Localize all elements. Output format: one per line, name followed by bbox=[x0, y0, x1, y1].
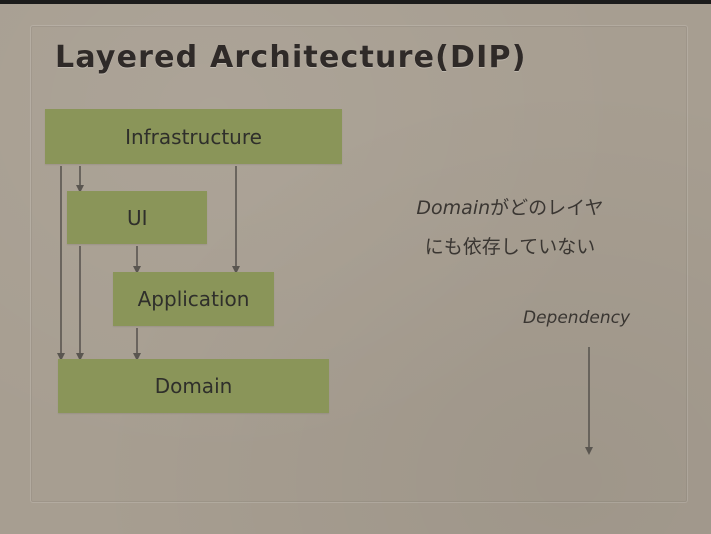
layer-ui-label: UI bbox=[127, 205, 148, 230]
note-line-1-text: がどのレイヤ bbox=[490, 197, 604, 219]
slide-frame bbox=[30, 25, 688, 503]
layer-application: Application bbox=[113, 272, 274, 326]
slide bbox=[0, 4, 711, 534]
layer-infrastructure: Infrastructure bbox=[45, 109, 342, 164]
slide-title: Layered Architecture(DIP) bbox=[55, 40, 527, 75]
note-line-1: Domainがどのレイヤ bbox=[380, 193, 640, 220]
note-line-2: にも依存していない bbox=[424, 236, 596, 258]
note-domain-word: Domain bbox=[416, 197, 491, 219]
layer-application-label: Application bbox=[137, 287, 250, 311]
layer-infrastructure-label: Infrastructure bbox=[125, 124, 262, 149]
layer-domain-label: Domain bbox=[154, 374, 233, 398]
legend-dependency-label: Dependency bbox=[523, 308, 631, 328]
layer-domain: Domain bbox=[58, 359, 329, 413]
layer-ui: UI bbox=[67, 191, 207, 244]
